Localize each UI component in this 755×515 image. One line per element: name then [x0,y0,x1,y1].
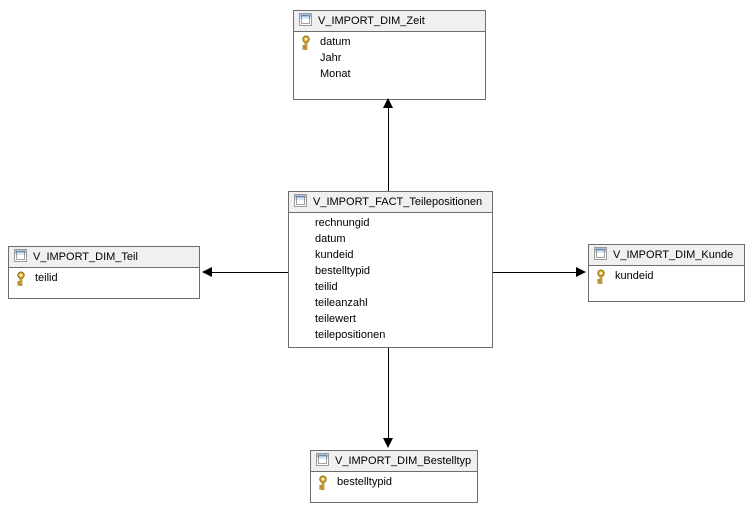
column-row[interactable]: kundeid [589,268,744,284]
table-title: V_IMPORT_DIM_Teil [33,251,138,263]
column-row[interactable]: Monat [294,66,485,82]
table-header[interactable]: V_IMPORT_FACT_Teilepositionen [289,192,492,213]
column-name: teilepositionen [315,329,386,341]
column-name: teilewert [315,313,356,325]
column-row[interactable]: rechnungid [289,215,492,231]
column-name: teilid [35,272,58,284]
column-list: teilid [9,268,199,286]
column-name: teileanzahl [315,297,368,309]
view-grid-icon [14,249,27,265]
table-title: V_IMPORT_DIM_Kunde [613,249,734,261]
relationship-fact-zeit[interactable] [388,107,389,191]
arrowhead-down-icon [383,438,393,448]
table-title: V_IMPORT_DIM_Bestelltyp [335,455,472,467]
table-title: V_IMPORT_DIM_Zeit [318,15,425,27]
column-list: datum Jahr Monat [294,32,485,82]
column-name: datum [315,233,346,245]
relationship-fact-teil[interactable] [211,272,288,273]
view-grid-icon [316,453,329,469]
column-name: teilid [315,281,338,293]
table-v-import-dim-kunde[interactable]: V_IMPORT_DIM_Kunde kundeid [588,244,745,302]
column-list: rechnungid datum kundeid bestelltypid te… [289,213,492,343]
column-row[interactable]: bestelltypid [289,263,492,279]
key-icon [589,268,615,284]
column-name: Monat [320,68,351,80]
table-v-import-dim-bestelltyp[interactable]: V_IMPORT_DIM_Bestelltyp bestelltypid [310,450,478,503]
table-header[interactable]: V_IMPORT_DIM_Zeit [294,11,485,32]
column-row[interactable]: teileanzahl [289,295,492,311]
view-grid-icon [594,247,607,263]
view-grid-icon [294,194,307,210]
table-title: V_IMPORT_FACT_Teilepositionen [313,196,483,208]
column-row[interactable]: teilid [289,279,492,295]
table-v-import-dim-zeit[interactable]: V_IMPORT_DIM_Zeit datum Jahr Monat [293,10,486,100]
column-name: kundeid [615,270,654,282]
column-row[interactable]: bestelltypid [311,474,477,490]
column-name: bestelltypid [337,476,393,488]
column-name: bestelltypid [315,265,371,277]
column-name: Jahr [320,52,342,64]
key-icon [294,34,320,50]
column-name: kundeid [315,249,354,261]
key-icon [311,474,337,490]
arrowhead-left-icon [202,267,212,277]
column-name: rechnungid [315,217,370,229]
key-icon [9,270,35,286]
relationship-fact-kunde[interactable] [493,272,577,273]
view-grid-icon [299,13,312,29]
column-row[interactable]: kundeid [289,247,492,263]
column-row[interactable]: teilid [9,270,199,286]
arrowhead-right-icon [576,267,586,277]
column-row[interactable]: datum [294,34,485,50]
column-name: datum [320,36,351,48]
arrowhead-up-icon [383,98,393,108]
table-v-import-dim-teil[interactable]: V_IMPORT_DIM_Teil teilid [8,246,200,299]
column-row[interactable]: Jahr [294,50,485,66]
column-row[interactable]: teilepositionen [289,327,492,343]
table-header[interactable]: V_IMPORT_DIM_Kunde [589,245,744,266]
table-v-import-fact-teilepositionen[interactable]: V_IMPORT_FACT_Teilepositionen rechnungid… [288,191,493,348]
table-header[interactable]: V_IMPORT_DIM_Bestelltyp [311,451,477,472]
column-row[interactable]: teilewert [289,311,492,327]
column-list: bestelltypid [311,472,477,490]
table-header[interactable]: V_IMPORT_DIM_Teil [9,247,199,268]
column-row[interactable]: datum [289,231,492,247]
column-list: kundeid [589,266,744,284]
relationship-fact-bestelltyp[interactable] [388,348,389,438]
